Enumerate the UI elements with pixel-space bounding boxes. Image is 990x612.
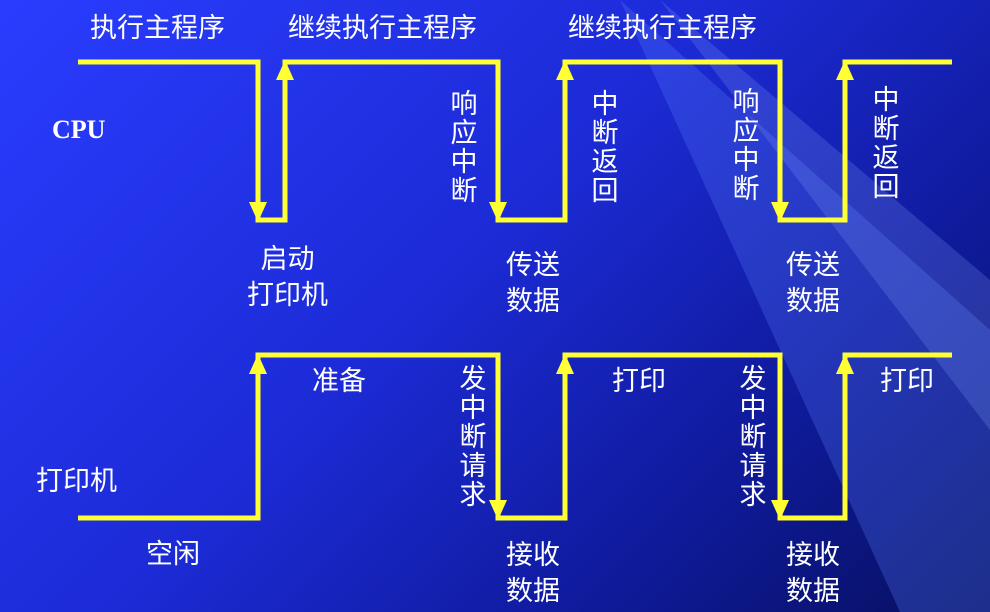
printer-action-label-2-line-2: 数据 — [786, 576, 840, 607]
cpu-phase-label-1: 执行主程序 — [90, 13, 225, 44]
printer-event-label-1: 发中断请求 — [459, 364, 487, 511]
printer-event-label-2: 发中断请求 — [739, 364, 767, 511]
printer-phase-label-3: 打印 — [880, 366, 934, 397]
printer-action-label-1: 接收 数据 — [498, 538, 568, 610]
cpu-arrow-up-2 — [556, 60, 574, 80]
cpu-phase-label-2: 继续执行主程序 — [288, 13, 477, 44]
printer-idle-label: 空闲 — [146, 539, 200, 570]
printer-arrow-up-1 — [249, 354, 267, 374]
cpu-action-label-3-line-2: 数据 — [786, 286, 840, 317]
printer-arrow-down-1 — [489, 500, 507, 520]
cpu-arrow-up-3 — [836, 60, 854, 80]
cpu-event-label-1: 响应中断 — [450, 89, 478, 207]
printer-arrow-up-2 — [556, 354, 574, 374]
cpu-arrow-down-1 — [249, 202, 267, 222]
printer-action-label-2-line-1: 接收 — [786, 540, 840, 571]
cpu-signal-line — [78, 59, 952, 223]
cpu-row-label: CPU — [52, 115, 106, 144]
cpu-arrow-down-3 — [771, 202, 789, 222]
printer-phase-label-1: 准备 — [312, 366, 366, 397]
cpu-phase-label-3: 继续执行主程序 — [568, 13, 757, 44]
cpu-action-label-1-line-1: 启动 — [260, 244, 315, 275]
light-sweep-decoration-inner — [660, 0, 990, 430]
cpu-event-label-4: 中断返回 — [872, 85, 900, 203]
light-sweep-decoration — [620, 0, 990, 612]
cpu-action-label-1-line-2: 打印机 — [247, 280, 328, 311]
cpu-arrow-down-2 — [489, 202, 507, 222]
printer-action-label-1-line-1: 接收 — [506, 540, 560, 571]
cpu-action-label-2-line-2: 数据 — [506, 286, 560, 317]
printer-phase-label-2: 打印 — [612, 366, 666, 397]
cpu-action-label-3: 传送 数据 — [778, 248, 848, 320]
printer-action-label-2: 接收 数据 — [778, 538, 848, 610]
printer-arrow-down-2 — [771, 500, 789, 520]
cpu-arrow-up-1 — [276, 60, 294, 80]
printer-arrow-up-3 — [836, 354, 854, 374]
printer-signal-line — [78, 352, 952, 521]
printer-row-label: 打印机 — [36, 466, 117, 497]
cpu-event-label-3: 响应中断 — [732, 87, 760, 205]
cpu-action-label-2: 传送 数据 — [498, 248, 568, 320]
printer-action-label-1-line-2: 数据 — [506, 576, 560, 607]
cpu-event-label-2: 中断返回 — [591, 89, 619, 207]
cpu-action-label-3-line-1: 传送 — [786, 250, 840, 281]
cpu-action-label-1: 启动 打印机 — [240, 242, 335, 314]
cpu-action-label-2-line-1: 传送 — [506, 250, 560, 281]
